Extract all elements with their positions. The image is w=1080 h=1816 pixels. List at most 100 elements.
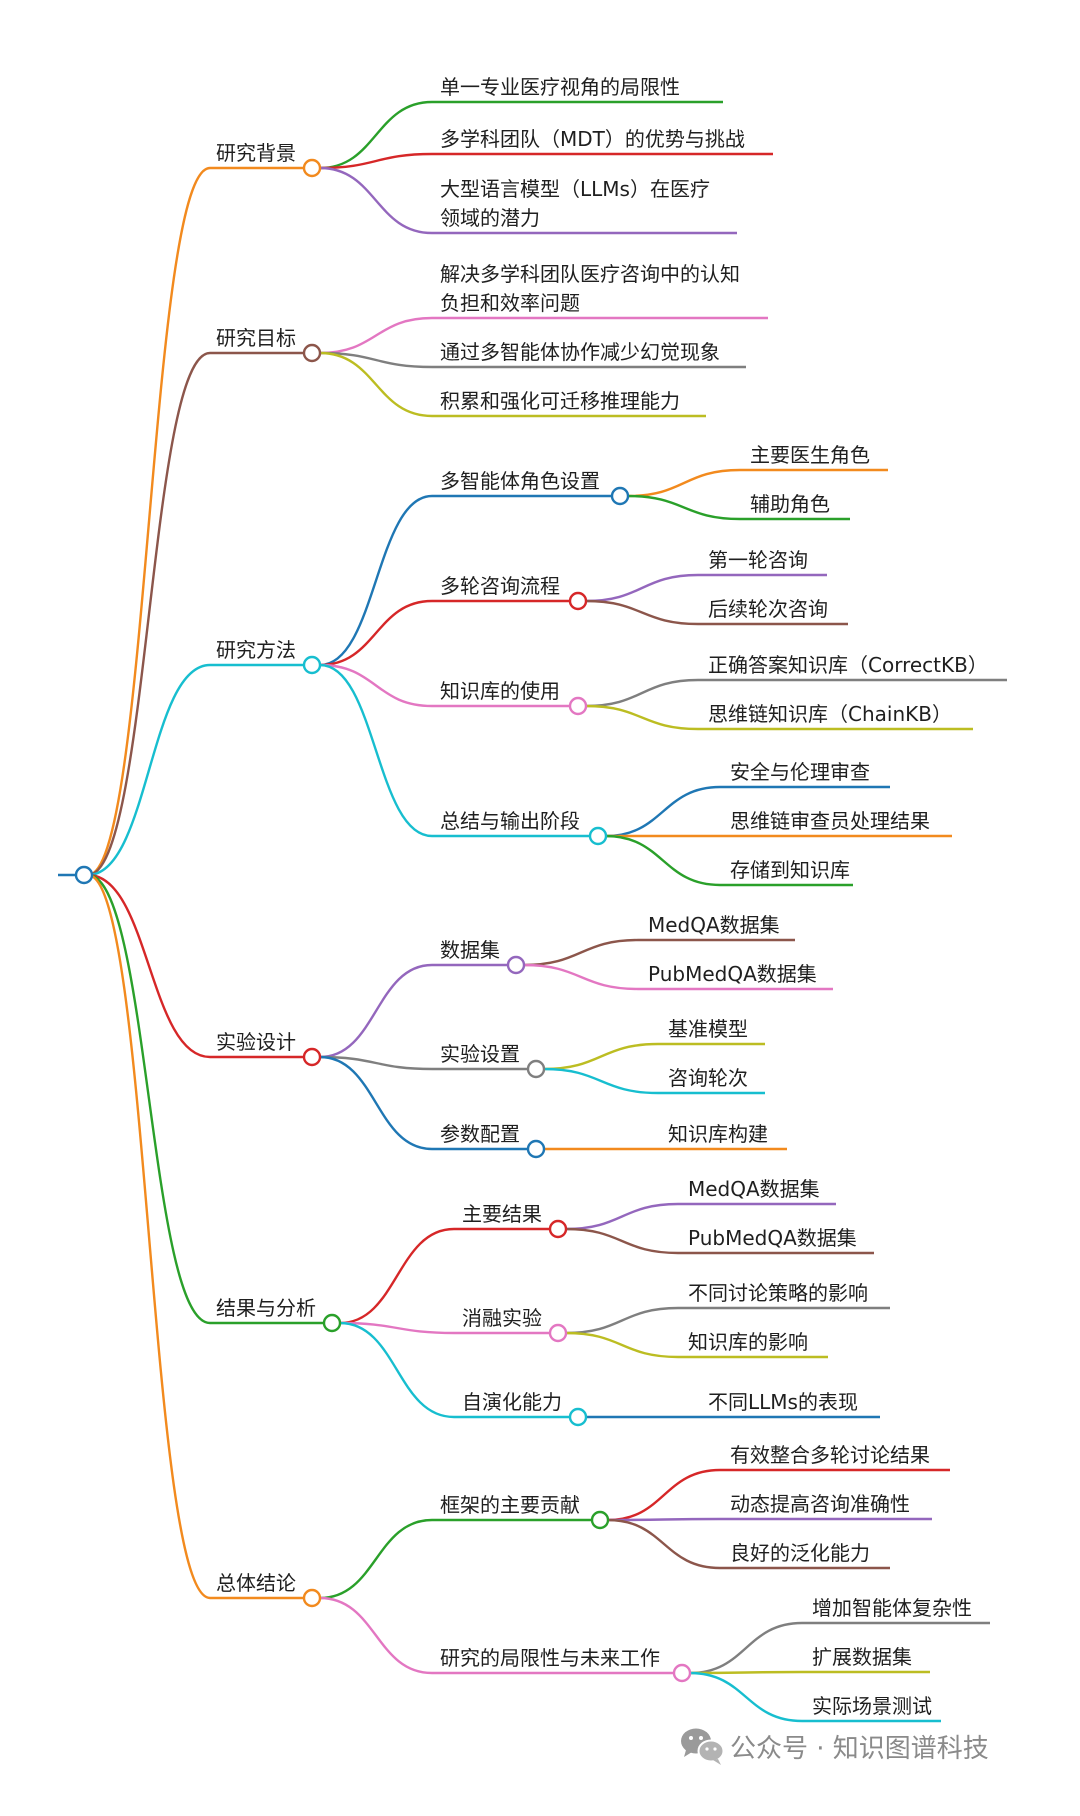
edge-2.3	[319, 663, 433, 838]
node-label-5.1: 研究的局限性与未来工作	[440, 1646, 660, 1670]
node-circle-5.1[interactable]	[672, 1663, 692, 1683]
leaf-label-2.3.2: 存储到知识库	[730, 858, 850, 882]
edge-4.0.0	[565, 1202, 679, 1231]
leaf-label-2.0.0: 主要医生角色	[750, 443, 870, 467]
edge-5.0.0	[607, 1468, 721, 1522]
node-label-2.1: 多轮咨询流程	[440, 574, 560, 598]
node-label-0.1: 多学科团队（MDT）的优势与挑战	[440, 127, 745, 151]
edge-4.1.0	[565, 1306, 679, 1335]
edge-3.2	[319, 1055, 433, 1151]
node-label-1.2: 积累和强化可迁移推理能力	[440, 389, 680, 413]
edge-2.3.2	[605, 834, 721, 887]
leaf-label-3.1.1: 咨询轮次	[668, 1066, 748, 1090]
edge-3.0	[319, 963, 433, 1059]
node-circle-4.1[interactable]	[548, 1323, 568, 1343]
leaf-label-3.0.1: PubMedQA数据集	[648, 962, 817, 986]
edge-0.2	[319, 166, 433, 235]
edge-0.1	[319, 152, 433, 170]
node-label-1.0: 解决多学科团队医疗咨询中的认知负担和效率问题	[440, 262, 740, 315]
leaf-label-5.0.2: 良好的泛化能力	[730, 1541, 870, 1565]
edge-4.2	[339, 1321, 455, 1419]
branch-label-2: 研究方法	[216, 638, 296, 662]
branch-circle-3[interactable]	[302, 1047, 322, 1067]
leaf-label-3.1.0: 基准模型	[668, 1017, 748, 1041]
edge-5.1.1	[689, 1670, 803, 1675]
edge-root-1	[87, 351, 211, 877]
edge-2.0	[319, 494, 433, 667]
node-label-2.0: 多智能体角色设置	[440, 469, 600, 493]
edge-3.1	[319, 1055, 433, 1071]
leaf-label-5.1.2: 实际场景测试	[812, 1694, 932, 1718]
node-label-2.3: 总结与输出阶段	[440, 809, 580, 833]
node-circle-4.0[interactable]	[548, 1219, 568, 1239]
node-label-2.2: 知识库的使用	[440, 679, 560, 703]
node-circle-3.0[interactable]	[506, 955, 526, 975]
branch-circle-1[interactable]	[302, 343, 322, 363]
branch-label-5: 总体结论	[216, 1571, 296, 1595]
node-label-3.2: 参数配置	[440, 1122, 520, 1146]
leaf-label-5.1.0: 增加智能体复杂性	[812, 1596, 972, 1620]
node-circle-4.2[interactable]	[568, 1407, 588, 1427]
node-circle-2.2[interactable]	[568, 696, 588, 716]
edge-3.0.0	[523, 938, 639, 967]
branch-circle-4[interactable]	[322, 1313, 342, 1333]
leaf-label-2.2.0: 正确答案知识库（CorrectKB）	[708, 653, 988, 677]
watermark-text: 公众号 · 知识图谱科技	[730, 1734, 989, 1764]
node-circle-2.0[interactable]	[610, 486, 630, 506]
edge-5.1.0	[689, 1621, 803, 1675]
edge-2.2	[319, 663, 433, 708]
mindmap-underlines	[210, 100, 1007, 1723]
leaf-label-2.0.1: 辅助角色	[750, 492, 830, 516]
leaf-label-3.2.0: 知识库构建	[668, 1122, 768, 1146]
branch-label-4: 结果与分析	[216, 1296, 316, 1320]
edge-5.1.2	[689, 1671, 803, 1723]
leaf-label-2.3.0: 安全与伦理审查	[730, 760, 870, 784]
node-circle-5.0[interactable]	[590, 1510, 610, 1530]
edge-3.1.1	[543, 1067, 659, 1095]
node-label-1.1: 通过多智能体协作减少幻觉现象	[440, 340, 720, 364]
node-circle-3.2[interactable]	[526, 1139, 546, 1159]
mindmap-edges	[58, 100, 803, 1723]
edge-root-0	[87, 166, 211, 877]
branch-circle-2[interactable]	[302, 655, 322, 675]
leaf-label-4.2.0: 不同LLMs的表现	[708, 1390, 858, 1414]
edge-root-3	[87, 873, 211, 1059]
node-label-3.0: 数据集	[440, 938, 500, 962]
node-label-4.0: 主要结果	[462, 1202, 542, 1226]
node-circle-2.3[interactable]	[588, 826, 608, 846]
watermark: 公众号 · 知识图谱科技	[681, 1728, 989, 1765]
edge-1.0	[319, 316, 433, 355]
edge-3.0.1	[523, 963, 639, 991]
edge-4.1.1	[565, 1331, 679, 1359]
node-circle-2.1[interactable]	[568, 591, 588, 611]
wechat-icon	[681, 1728, 725, 1765]
edge-2.1.0	[585, 573, 699, 603]
node-label-5.0: 框架的主要贡献	[440, 1493, 580, 1517]
branch-circle-5[interactable]	[302, 1588, 322, 1608]
edge-2.0.1	[627, 494, 741, 521]
edge-5.0.2	[607, 1518, 721, 1570]
node-label-4.1: 消融实验	[462, 1306, 542, 1330]
mindmap-labels: 研究背景单一专业医疗视角的局限性多学科团队（MDT）的优势与挑战大型语言模型（L…	[216, 75, 988, 1718]
edge-3.1.0	[543, 1042, 659, 1071]
branch-circle-0[interactable]	[302, 158, 322, 178]
edge-2.2.0	[585, 678, 699, 708]
edge-root-5	[87, 873, 211, 1600]
edge-5.1	[319, 1596, 433, 1675]
edge-5.0.1	[607, 1517, 721, 1522]
edge-2.3.0	[605, 785, 721, 838]
leaf-label-2.3.1: 思维链审查员处理结果	[730, 809, 930, 833]
edge-2.1.1	[585, 599, 699, 626]
root-circle[interactable]	[74, 865, 94, 885]
mindmap-nodes	[74, 158, 692, 1683]
edge-2.1	[319, 599, 433, 667]
edge-2.0.0	[627, 468, 741, 498]
edge-4.1	[339, 1321, 455, 1335]
edge-2.2.1	[585, 704, 699, 731]
node-label-0.0: 单一专业医疗视角的局限性	[440, 75, 680, 99]
edge-1.1	[319, 351, 433, 369]
branch-label-0: 研究背景	[216, 141, 296, 165]
edge-root-4	[87, 873, 211, 1325]
node-circle-3.1[interactable]	[526, 1059, 546, 1079]
edge-4.0.1	[565, 1227, 679, 1255]
